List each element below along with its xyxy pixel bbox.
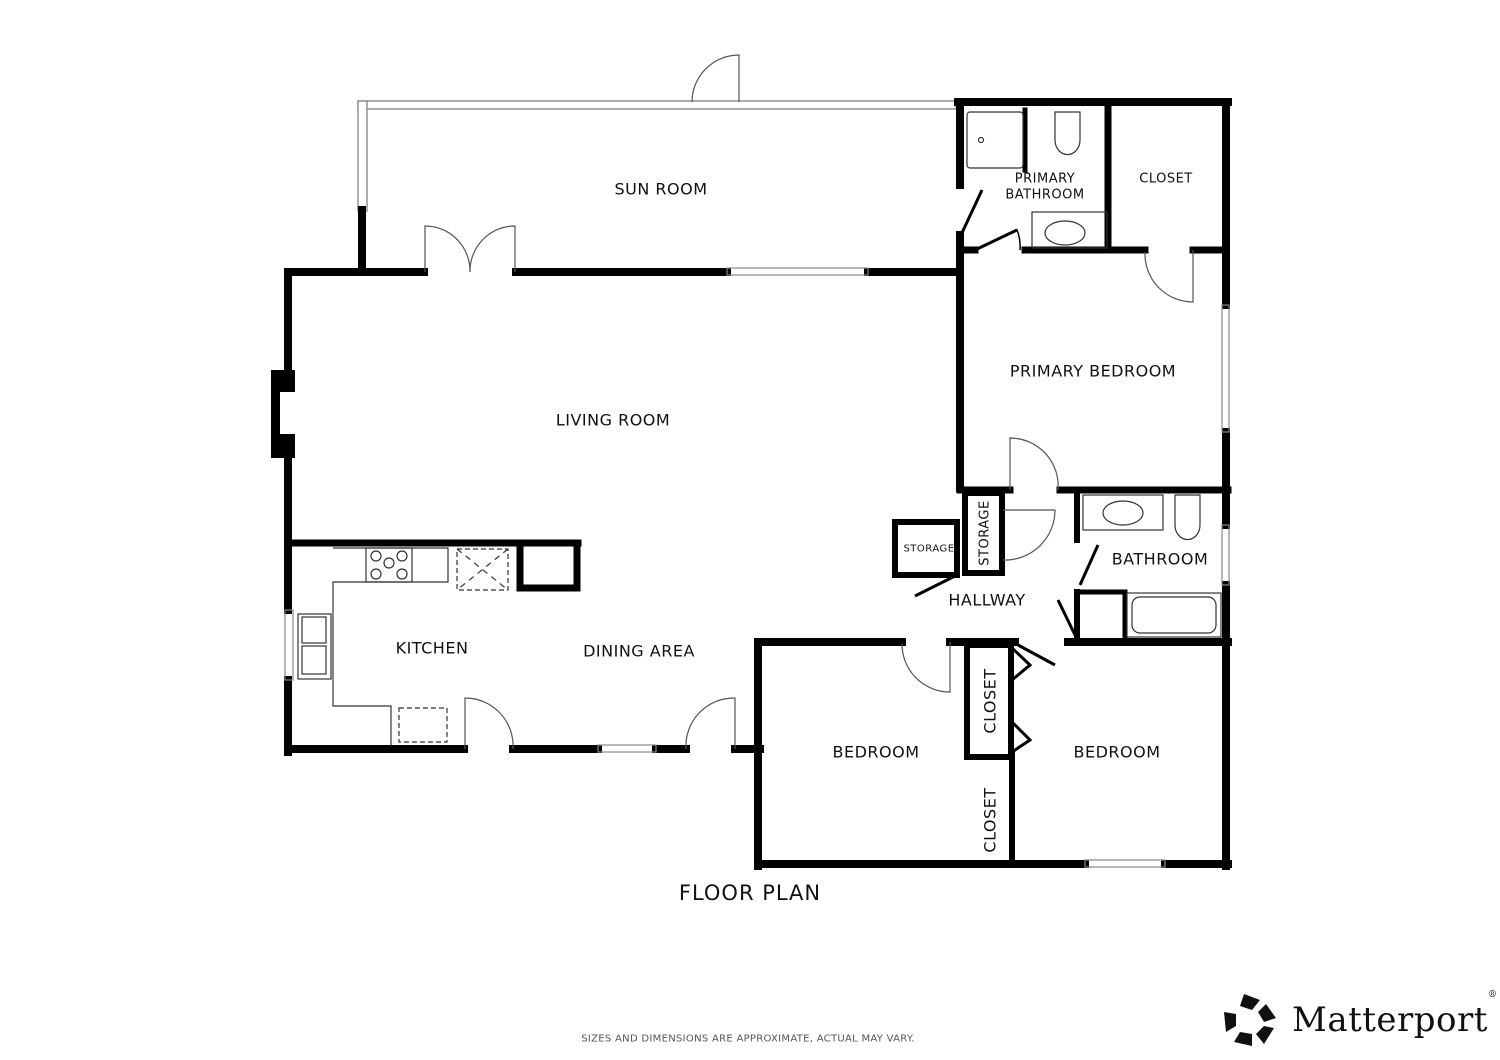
room-label-primary-closet: CLOSET xyxy=(1139,171,1193,187)
room-label-kitchen: KITCHEN xyxy=(395,638,469,658)
room-label-dining-area: DINING AREA xyxy=(583,641,695,661)
room-label-bedroom-left: BEDROOM xyxy=(832,742,920,762)
room-label-bedroom-right: BEDROOM xyxy=(1073,742,1161,762)
matterport-logo-icon xyxy=(1224,994,1276,1046)
room-label-hallway: HALLWAY xyxy=(948,590,1026,610)
room-label-closet-upper: CLOSET xyxy=(980,668,1000,734)
disclaimer-text: SIZES AND DIMENSIONS ARE APPROXIMATE, AC… xyxy=(581,1033,915,1045)
room-label-bathroom: BATHROOM xyxy=(1111,549,1209,569)
room-label-closet-lower: CLOSET xyxy=(980,787,1000,853)
fixtures xyxy=(297,111,1222,745)
matterport-branding: Matterport® xyxy=(1222,990,1498,1048)
room-label-sun-room: SUN ROOM xyxy=(614,179,708,199)
room-label-primary-bathroom-line1: PRIMARY xyxy=(1014,171,1076,187)
room-label-primary-bathroom-line2: BATHROOM xyxy=(1005,187,1085,203)
room-label-living-room: LIVING ROOM xyxy=(555,410,671,430)
room-label-storage-small: STORAGE xyxy=(903,543,955,555)
walls xyxy=(271,98,1232,870)
room-label-storage-vertical: STORAGE xyxy=(977,500,993,566)
plan-title: FLOOR PLAN xyxy=(678,881,822,905)
room-label-primary-bedroom: PRIMARY BEDROOM xyxy=(1009,361,1177,381)
windows-doors xyxy=(284,54,1230,868)
brand-name: Matterport® xyxy=(1292,990,1498,1040)
